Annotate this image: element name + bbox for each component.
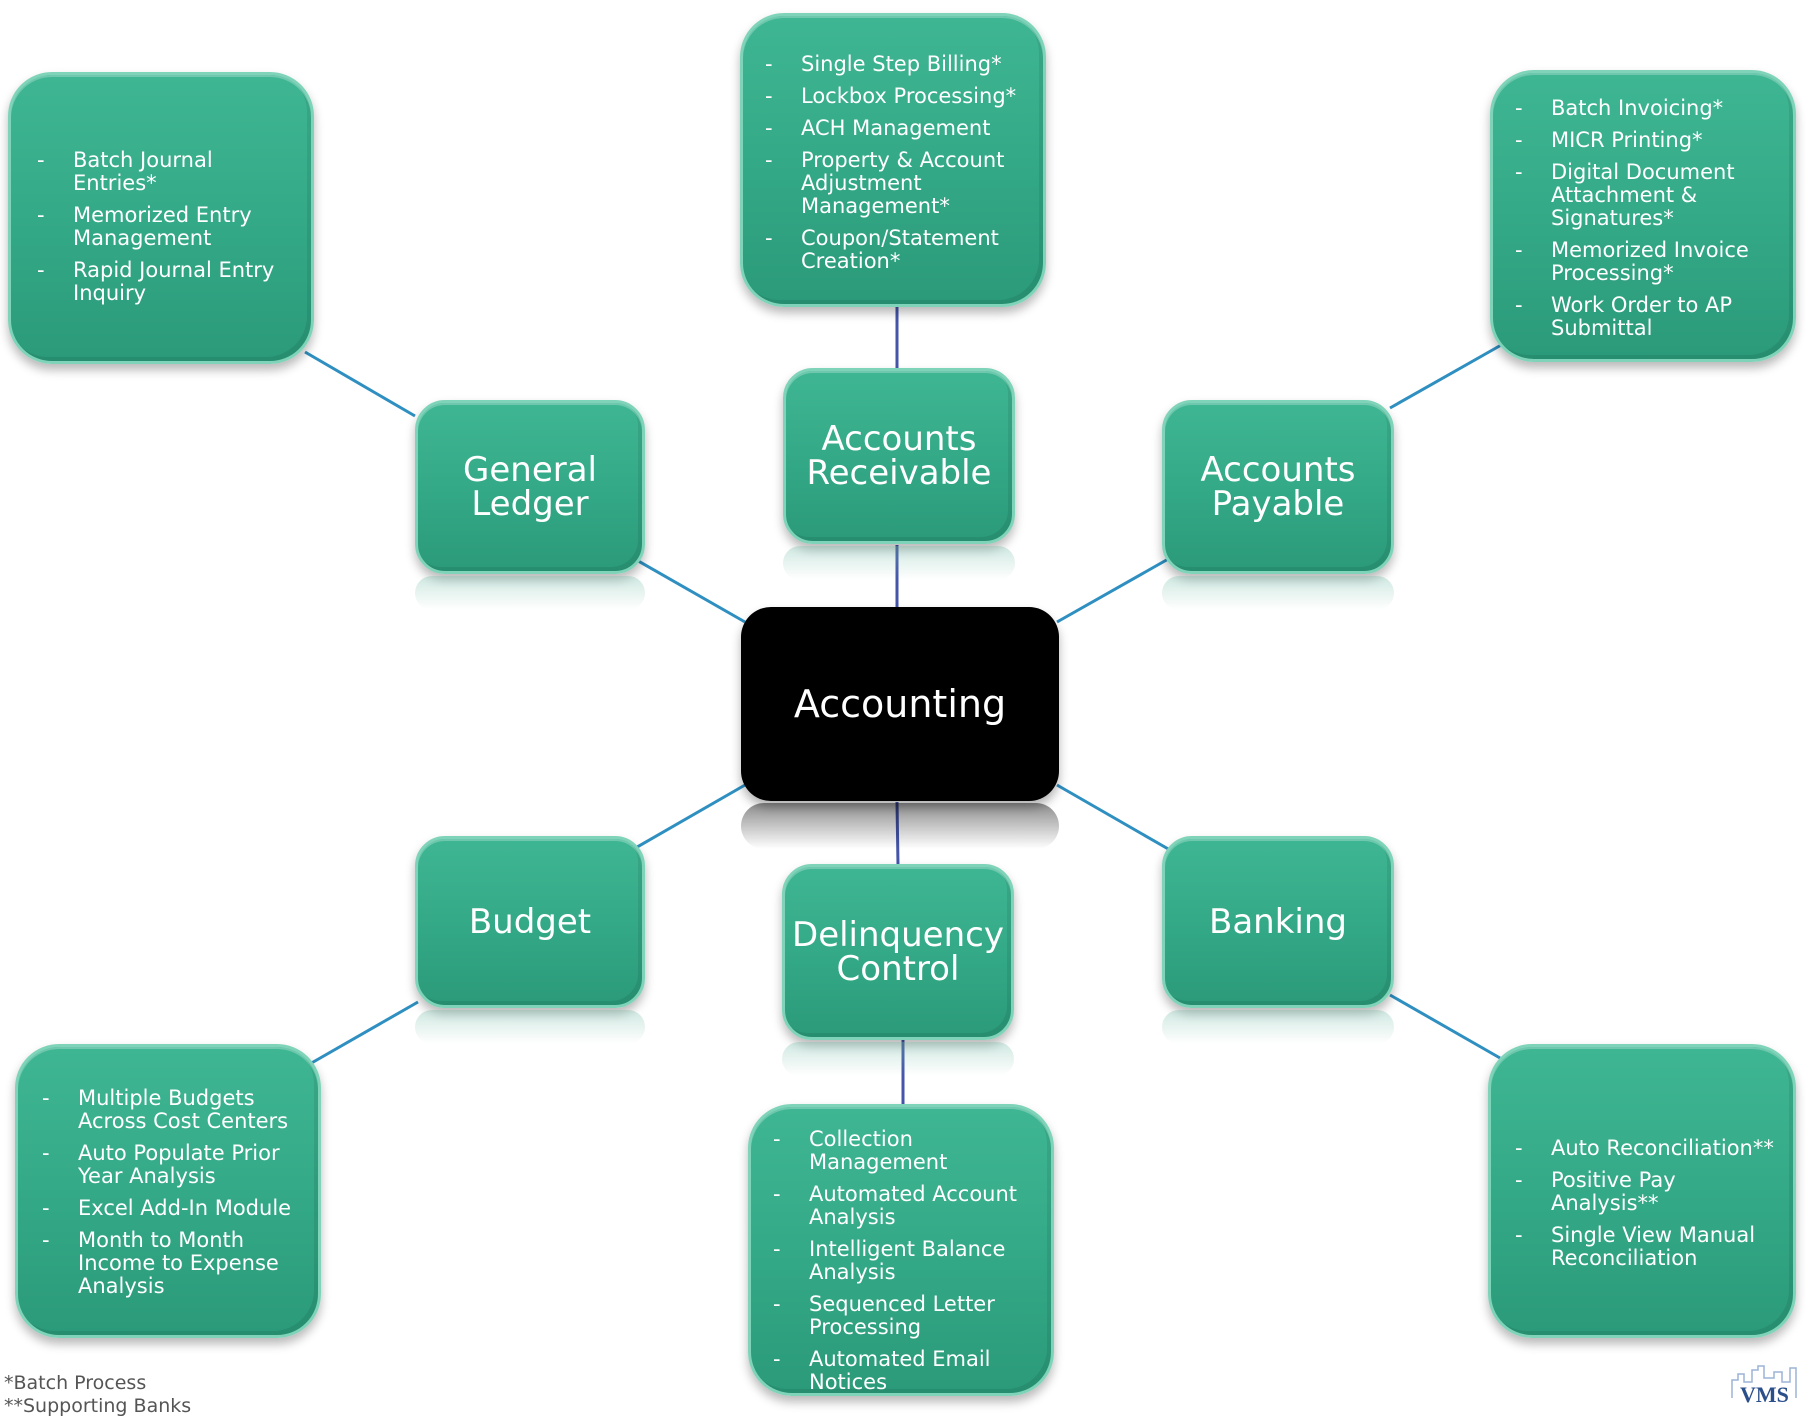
list-item: Work Order to AP Submittal (1515, 294, 1779, 340)
footnote-batch: *Batch Process (4, 1372, 147, 1394)
accounts-payable-node: Accounts Payable (1162, 400, 1394, 574)
list-item: Excel Add-In Module (42, 1197, 304, 1221)
general-ledger-feature-list: Batch Journal Entries* Memorized Entry M… (37, 149, 293, 305)
node-title-line: Payable (1211, 484, 1345, 524)
node-title-line: Accounts (821, 419, 977, 459)
accounts-receivable-node: Accounts Receivable (783, 368, 1015, 544)
svg-text:VMS: VMS (1740, 1382, 1789, 1404)
general-ledger-details: Batch Journal Entries* Memorized Entry M… (8, 72, 314, 364)
reflection (783, 546, 1015, 580)
list-item: Batch Journal Entries* (37, 149, 293, 195)
reflection (1162, 1010, 1394, 1044)
delinquency-control-node: Delinquency Control (782, 864, 1014, 1040)
list-item: Single Step Billing* (765, 53, 1027, 77)
banking-feature-list: Auto Reconciliation** Positive Pay Analy… (1515, 1137, 1783, 1270)
node-title-line: Delinquency (792, 915, 1004, 955)
vms-logo: VMS (1731, 1365, 1797, 1404)
connector-ap-center (1056, 556, 1171, 624)
list-item: Memorized Entry Management (37, 204, 293, 250)
connector-ap-detail (1389, 342, 1504, 410)
list-item: Auto Populate Prior Year Analysis (42, 1142, 304, 1188)
general-ledger-node: General Ledger (415, 400, 645, 574)
list-item: Automated Email Notices (773, 1348, 1039, 1394)
list-item: Auto Reconciliation** (1515, 1137, 1783, 1161)
accounting-center-node: Accounting (741, 607, 1059, 801)
list-item: Property & Account Adjustment Management… (765, 149, 1027, 218)
accounts-receivable-details: Single Step Billing* Lockbox Processing*… (740, 13, 1046, 307)
reflection (415, 576, 645, 610)
connector-gl-center (632, 556, 746, 624)
connector-banking-center (1056, 783, 1171, 852)
connector-budget-detail (307, 1000, 419, 1067)
node-title-line: Ledger (471, 484, 589, 524)
delinquency-control-feature-list: Collection Management Automated Account … (773, 1128, 1039, 1394)
list-item: Intelligent Balance Analysis (773, 1238, 1039, 1284)
connector-budget-center (631, 783, 746, 852)
delinquency-control-details: Collection Management Automated Account … (748, 1104, 1054, 1396)
list-item: Collection Management (773, 1128, 1039, 1174)
list-item: Positive Pay Analysis** (1515, 1169, 1783, 1215)
list-item: ACH Management (765, 117, 1027, 141)
list-item: Month to Month Income to Expense Analysi… (42, 1229, 304, 1298)
node-title-line: Banking (1209, 902, 1347, 942)
list-item: Single View Manual Reconciliation (1515, 1224, 1783, 1270)
reflection (782, 1042, 1014, 1076)
reflection (1162, 576, 1394, 610)
node-title-line: Control (836, 949, 960, 989)
reflection (415, 1010, 645, 1044)
budget-feature-list: Multiple Budgets Across Cost Centers Aut… (42, 1087, 304, 1298)
list-item: Rapid Journal Entry Inquiry (37, 259, 293, 305)
list-item: Lockbox Processing* (765, 85, 1027, 109)
list-item: Batch Invoicing* (1515, 97, 1779, 121)
connector-dc-center (895, 801, 900, 866)
budget-details: Multiple Budgets Across Cost Centers Aut… (15, 1044, 321, 1338)
node-title-line: Budget (468, 902, 592, 942)
accounts-receivable-feature-list: Single Step Billing* Lockbox Processing*… (765, 53, 1027, 273)
center-label: Accounting (793, 682, 1007, 726)
banking-details: Auto Reconciliation** Positive Pay Analy… (1488, 1044, 1796, 1338)
node-title-line: Accounts (1200, 450, 1356, 490)
list-item: MICR Printing* (1515, 129, 1779, 153)
accounts-payable-feature-list: Batch Invoicing* MICR Printing* Digital … (1515, 97, 1779, 340)
footnote-supporting-banks: **Supporting Banks (4, 1395, 192, 1417)
list-item: Memorized Invoice Processing* (1515, 239, 1779, 285)
accounts-payable-details: Batch Invoicing* MICR Printing* Digital … (1490, 70, 1796, 362)
banking-node: Banking (1162, 836, 1394, 1008)
list-item: Automated Account Analysis (773, 1183, 1039, 1229)
budget-node: Budget (415, 836, 645, 1008)
node-title-line: General (463, 450, 597, 490)
connector-gl-detail (304, 350, 416, 418)
reflection (741, 803, 1059, 849)
node-title-line: Receivable (806, 453, 992, 493)
list-item: Multiple Budgets Across Cost Centers (42, 1087, 304, 1133)
list-item: Coupon/Statement Creation* (765, 227, 1027, 273)
list-item: Digital Document Attachment & Signatures… (1515, 161, 1779, 230)
list-item: Sequenced Letter Processing (773, 1293, 1039, 1339)
connector-banking-detail (1389, 993, 1501, 1060)
